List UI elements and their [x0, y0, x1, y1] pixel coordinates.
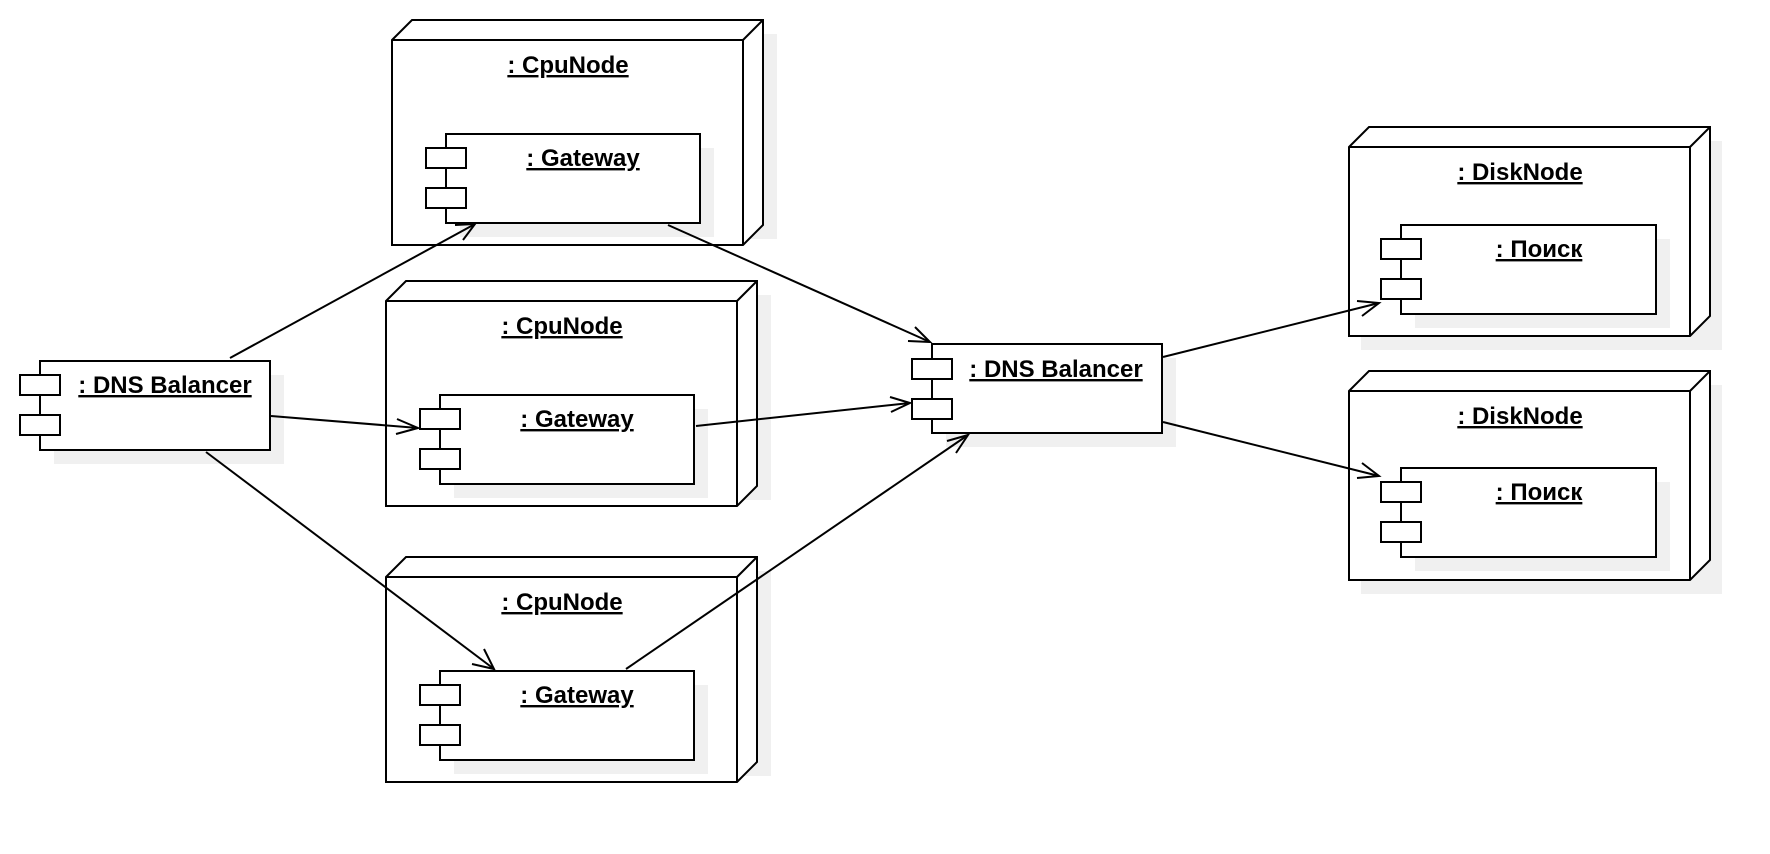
node-label: : CpuNode — [501, 589, 622, 616]
arrowhead-icon — [907, 326, 933, 344]
component-label: : Gateway — [520, 682, 634, 709]
component-port-icon — [419, 448, 461, 470]
search-component-2[interactable]: : Поиск — [1380, 467, 1670, 571]
node-label: : DiskNode — [1457, 159, 1582, 186]
component-port-icon — [419, 684, 461, 706]
connection-gateway-1-to-dns-center[interactable] — [667, 224, 933, 344]
component-port-icon — [419, 724, 461, 746]
component-body — [39, 360, 271, 451]
component-body — [931, 343, 1163, 434]
connection-dns-center-to-search-1[interactable] — [1162, 300, 1382, 358]
arrowhead-icon — [1356, 462, 1382, 479]
dns-balancer-center[interactable]: : DNS Balancer — [911, 343, 1176, 447]
component-port-icon — [1380, 278, 1422, 300]
component-label: : Gateway — [520, 406, 634, 433]
dns-balancer-left[interactable]: : DNS Balancer — [19, 360, 284, 464]
component-body — [1400, 224, 1657, 315]
component-port-icon — [911, 358, 953, 380]
node-label: : CpuNode — [501, 313, 622, 340]
arrowhead-icon — [454, 222, 478, 241]
gateway-1[interactable]: : Gateway — [425, 133, 714, 237]
component-port-icon — [425, 147, 467, 169]
arrowhead-icon — [889, 396, 913, 413]
connection-dns-center-to-search-2[interactable] — [1162, 421, 1382, 479]
component-port-icon — [425, 187, 467, 209]
component-label: : Поиск — [1496, 236, 1584, 263]
component-label: : DNS Balancer — [969, 356, 1142, 383]
connection-dns-left-to-gateway-3[interactable] — [205, 451, 496, 671]
arrowhead-icon — [1356, 300, 1382, 317]
connections — [205, 222, 1382, 671]
gateway-2[interactable]: : Gateway — [419, 394, 708, 498]
component-label: : DNS Balancer — [78, 372, 251, 399]
component-port-icon — [419, 408, 461, 430]
node-label: : CpuNode — [507, 52, 628, 79]
component-body — [439, 394, 695, 485]
component-port-icon — [911, 398, 953, 420]
component-port-icon — [1380, 521, 1422, 543]
node-label: : DiskNode — [1457, 403, 1582, 430]
connection-gateway-2-to-dns-center[interactable] — [695, 396, 913, 427]
gateway-3[interactable]: : Gateway — [419, 670, 708, 774]
component-body — [439, 670, 695, 761]
arrowhead-icon — [471, 648, 496, 671]
connection-dns-left-to-gateway-1[interactable] — [229, 222, 478, 359]
search-component-1[interactable]: : Поиск — [1380, 224, 1670, 328]
component-label: : Поиск — [1496, 479, 1584, 506]
component-body — [1400, 467, 1657, 558]
component-port-icon — [1380, 481, 1422, 503]
component-port-icon — [1380, 238, 1422, 260]
arrowhead-icon — [395, 418, 422, 435]
component-label: : Gateway — [526, 145, 640, 172]
component-port-icon — [19, 374, 61, 396]
arrowhead-icon — [946, 433, 971, 454]
connection-dns-left-to-gateway-2[interactable] — [270, 415, 422, 435]
component-port-icon — [19, 414, 61, 436]
component-body — [445, 133, 701, 224]
connection-gateway-3-to-dns-center[interactable] — [625, 433, 971, 670]
